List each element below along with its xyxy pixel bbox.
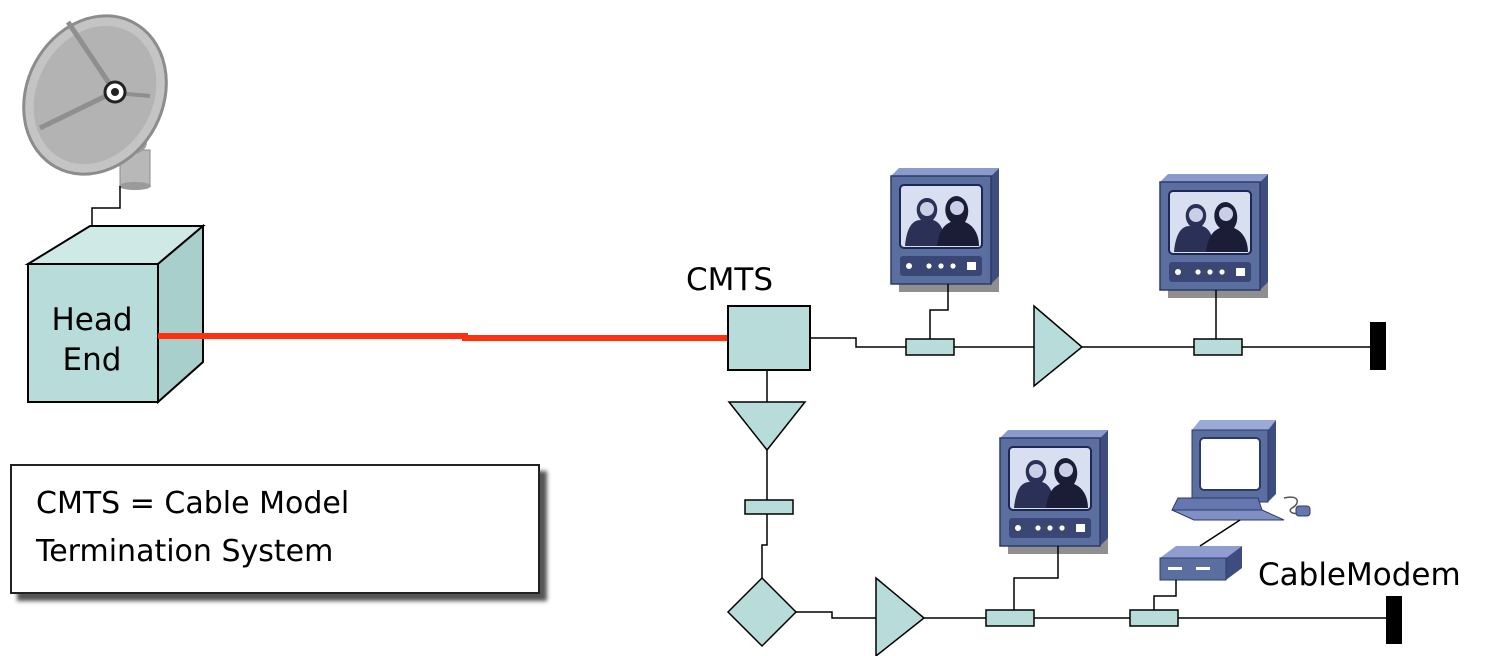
head-end-label-line2: End bbox=[62, 342, 122, 378]
terminator-2 bbox=[1386, 596, 1402, 644]
trunk-line bbox=[158, 333, 728, 341]
tap-5 bbox=[1129, 609, 1179, 627]
amplifier-1 bbox=[1033, 304, 1084, 388]
monitor-icon bbox=[890, 167, 1000, 293]
head-end-box bbox=[24, 223, 206, 405]
tap-3 bbox=[744, 499, 794, 515]
legend-line2: Termination System bbox=[36, 534, 334, 569]
head-end-label: Head End bbox=[28, 300, 156, 380]
cmts-box bbox=[727, 305, 811, 371]
legend-line1: CMTS = Cable Model bbox=[36, 486, 350, 521]
head-end-label-line1: Head bbox=[51, 302, 133, 338]
monitor-icon bbox=[1159, 173, 1269, 299]
splitter bbox=[726, 576, 798, 648]
terminator-1 bbox=[1370, 322, 1386, 370]
tap-4 bbox=[985, 609, 1035, 627]
amplifier-2 bbox=[875, 576, 926, 656]
tap-1 bbox=[905, 338, 955, 356]
cmts-label: CMTS bbox=[686, 262, 774, 298]
computer-icon bbox=[1171, 420, 1311, 521]
monitor-icon bbox=[999, 429, 1109, 555]
modem-icon bbox=[1159, 546, 1242, 581]
tap-2 bbox=[1193, 338, 1243, 356]
amplifier-down bbox=[727, 401, 807, 452]
cable-modem-label: CableModem bbox=[1258, 557, 1461, 593]
legend-box: CMTS = Cable Model Termination System bbox=[10, 464, 540, 594]
satellite-dish-icon bbox=[22, 14, 168, 190]
